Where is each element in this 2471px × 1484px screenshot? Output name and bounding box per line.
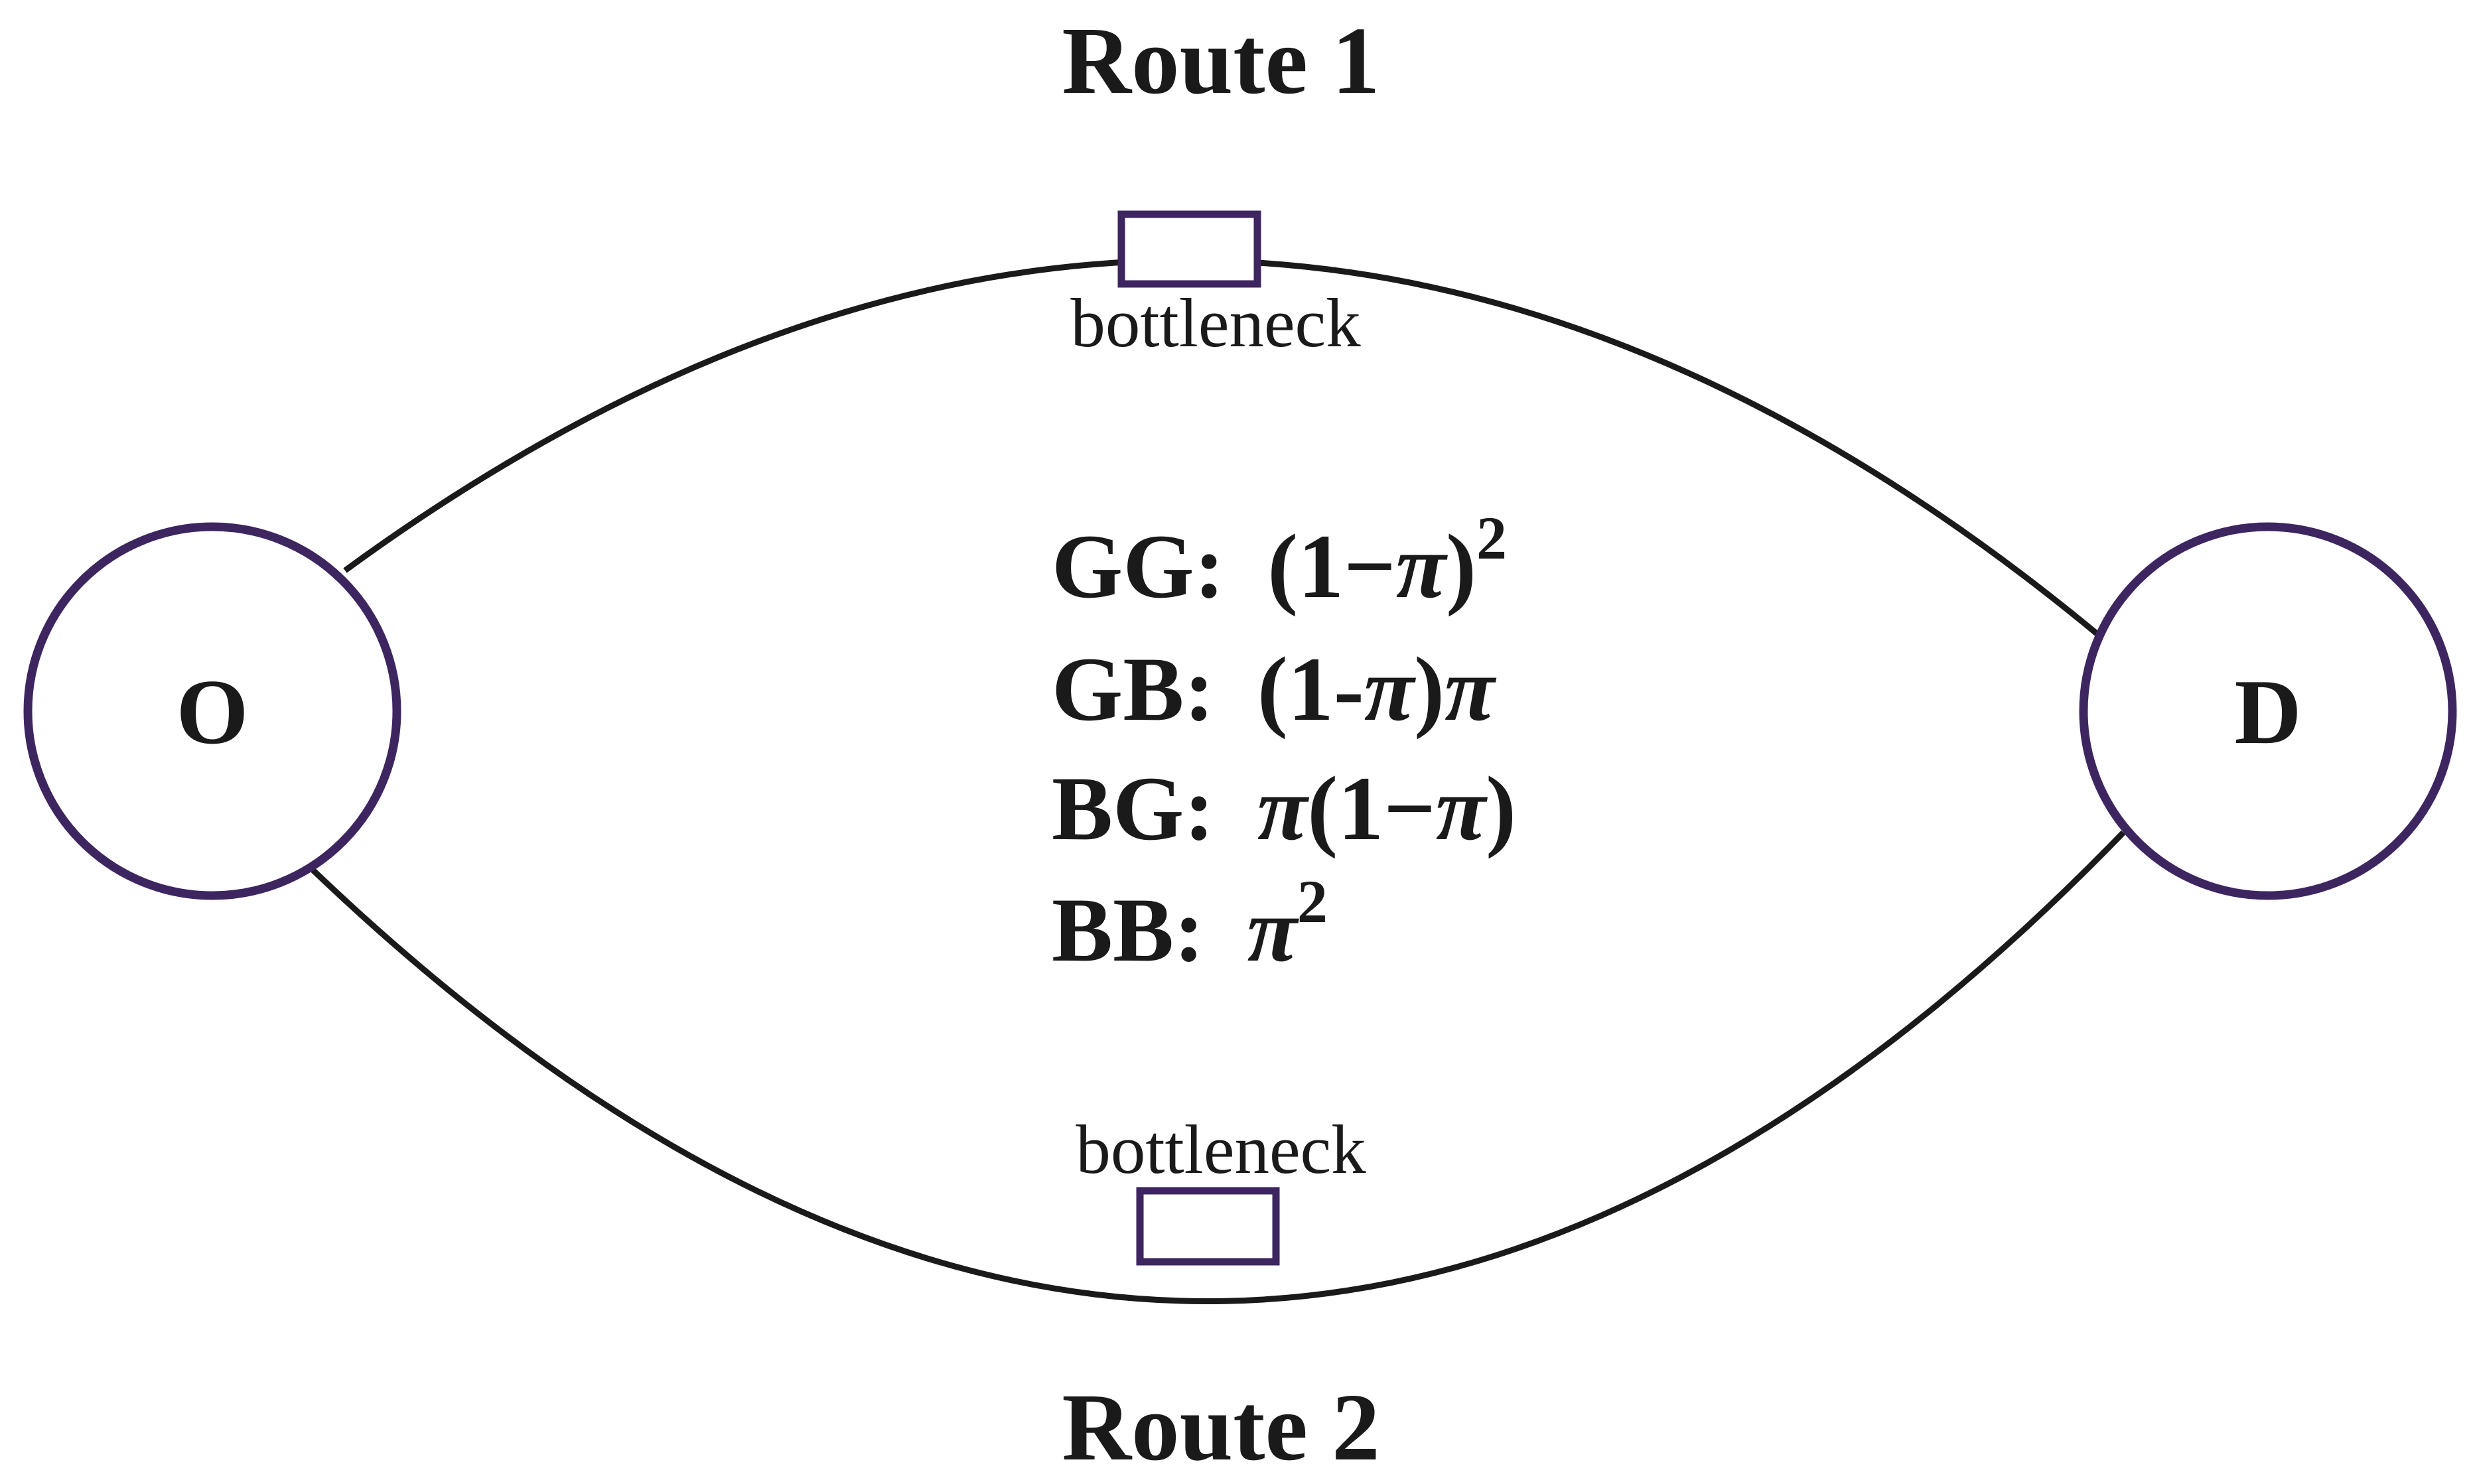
origin-label: O	[176, 661, 249, 764]
bottleneck-bottom-box	[1136, 1187, 1280, 1266]
probability-bb: BB: π2	[1052, 868, 1328, 980]
destination-label: D	[2234, 661, 2301, 764]
probability-bb-label: BB:	[1052, 879, 1204, 980]
route-1-title: Route 1	[1062, 8, 1379, 114]
probability-bg-label: BG:	[1052, 758, 1214, 859]
destination-node	[2079, 522, 2457, 900]
route-2-title: Route 2	[1062, 1375, 1379, 1481]
probability-gb-label: GB:	[1052, 638, 1214, 740]
probability-gg-label: GG:	[1052, 515, 1225, 617]
bottleneck-top-label: bottleneck	[1070, 284, 1361, 362]
probability-bg: BG: π(1−π)	[1052, 758, 1516, 859]
bottleneck-bottom-label: bottleneck	[1076, 1111, 1366, 1188]
probability-gb: GB: (1-π)π	[1052, 638, 1497, 740]
probability-gg: GG: (1−π)2	[1052, 504, 1507, 617]
route-2-curve	[309, 830, 2126, 1305]
origin-node	[23, 522, 401, 900]
bottleneck-top-box	[1117, 210, 1261, 288]
